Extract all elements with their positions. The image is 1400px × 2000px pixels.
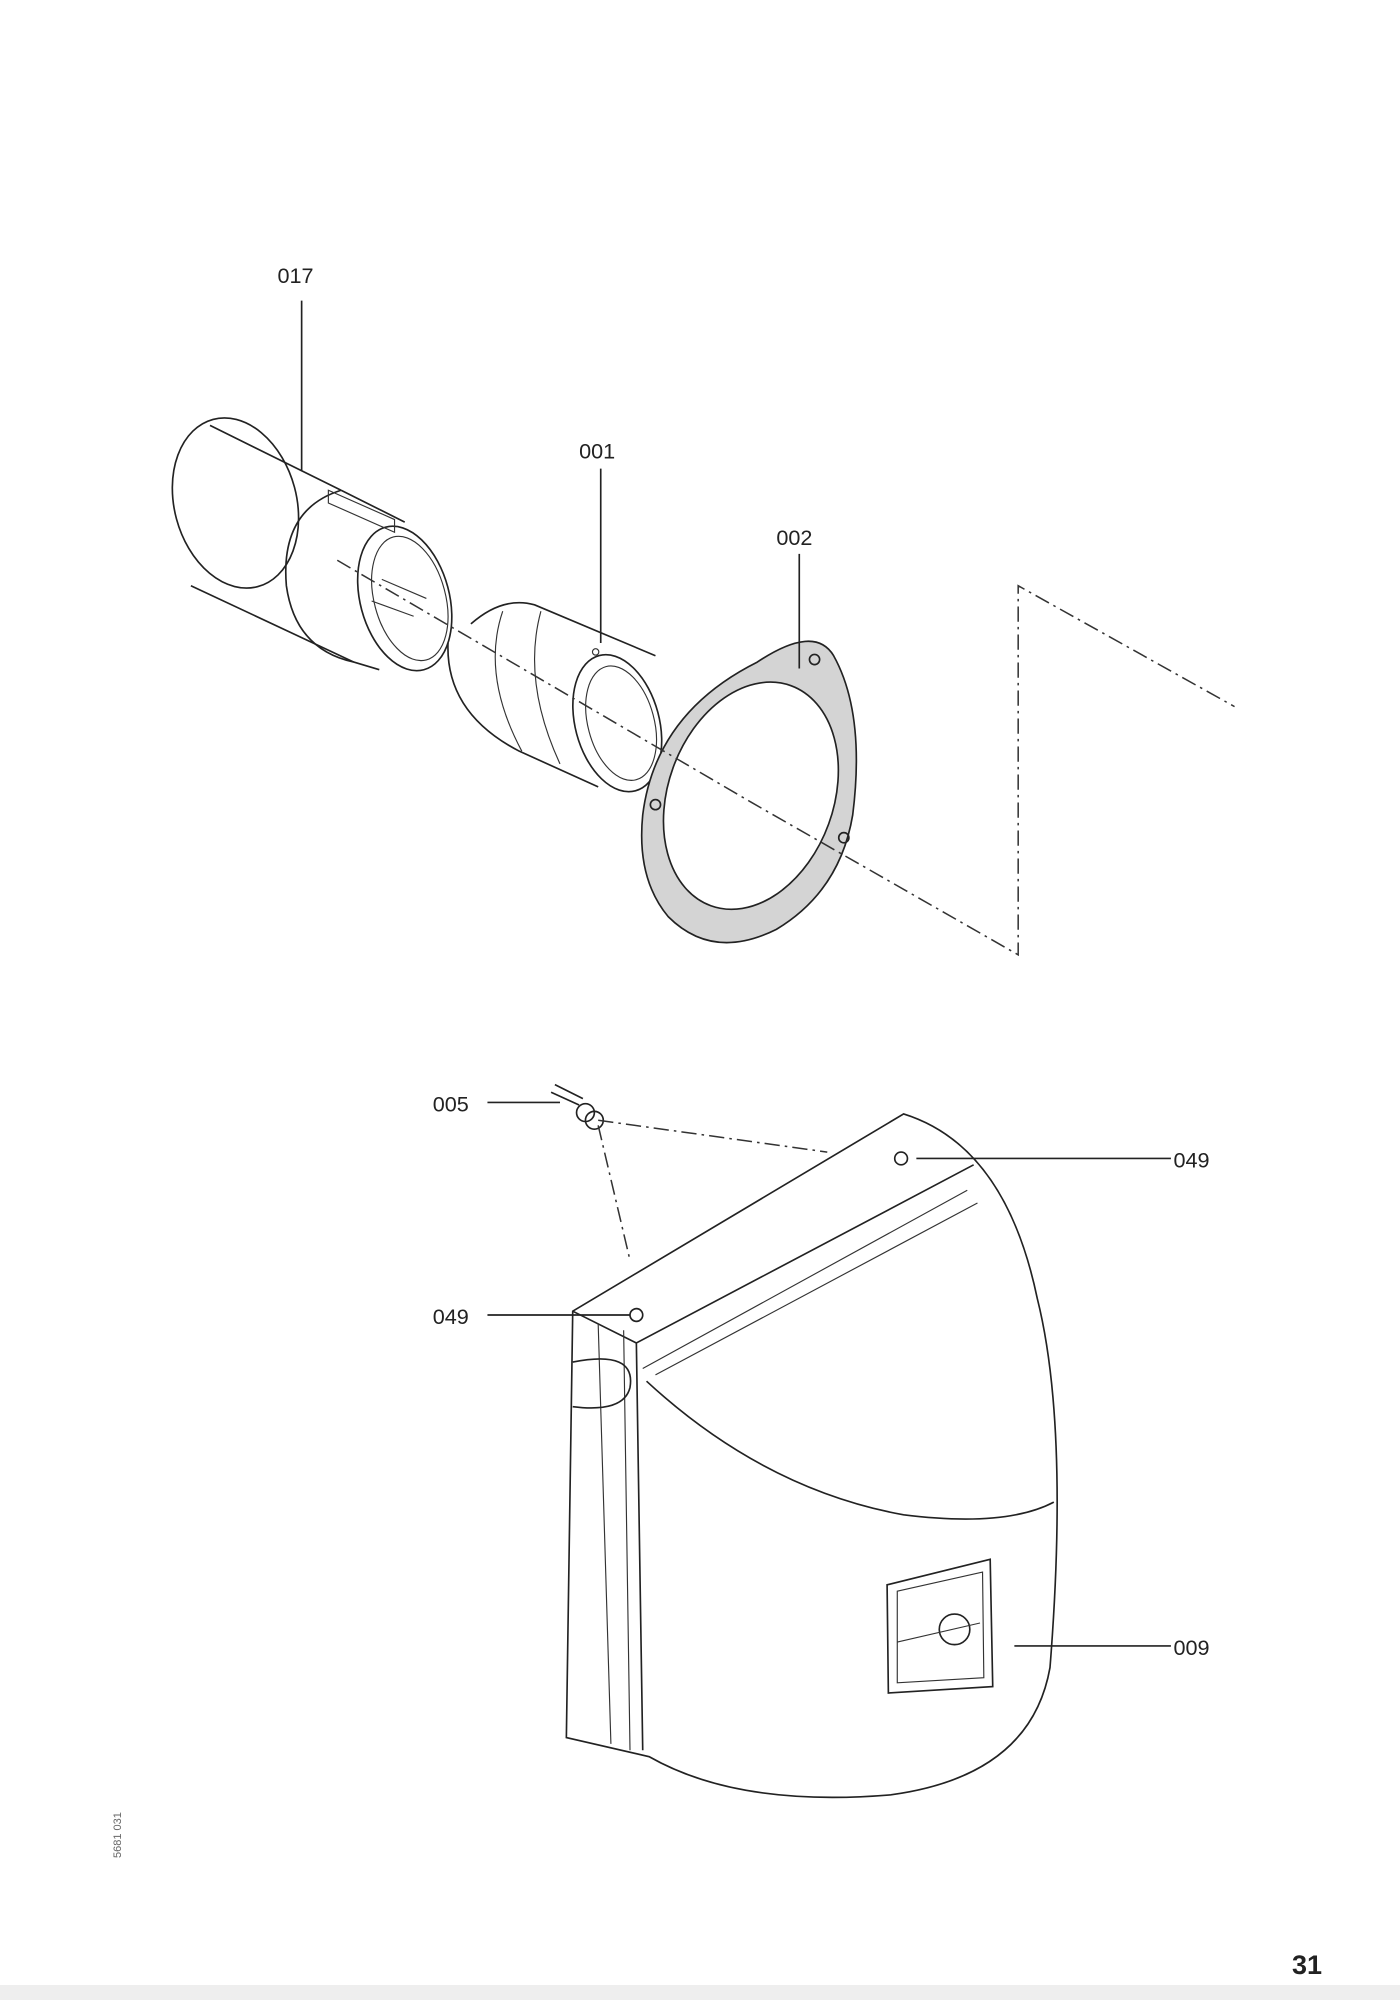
callout-001: 001 [579, 438, 615, 463]
assembly-axis-line [336, 559, 1235, 957]
callout-002: 002 [776, 525, 812, 550]
part-002-gasket [640, 640, 858, 944]
callout-005: 005 [433, 1091, 469, 1116]
part-005-screw [550, 1083, 605, 1131]
callout-017: 017 [277, 263, 313, 288]
document-id: 5681 031 [112, 1812, 124, 1858]
footer-bar [0, 1985, 1400, 2000]
part-009-cover [565, 1113, 1058, 1799]
part-001-nozzle [447, 601, 663, 793]
callout-049-right: 049 [1173, 1147, 1209, 1172]
callout-049-left: 049 [433, 1304, 469, 1329]
screw-axis-line [597, 1119, 828, 1261]
page-number: 31 [1292, 1950, 1323, 1980]
callout-009: 009 [1173, 1635, 1209, 1660]
part-017-tube [171, 417, 453, 672]
